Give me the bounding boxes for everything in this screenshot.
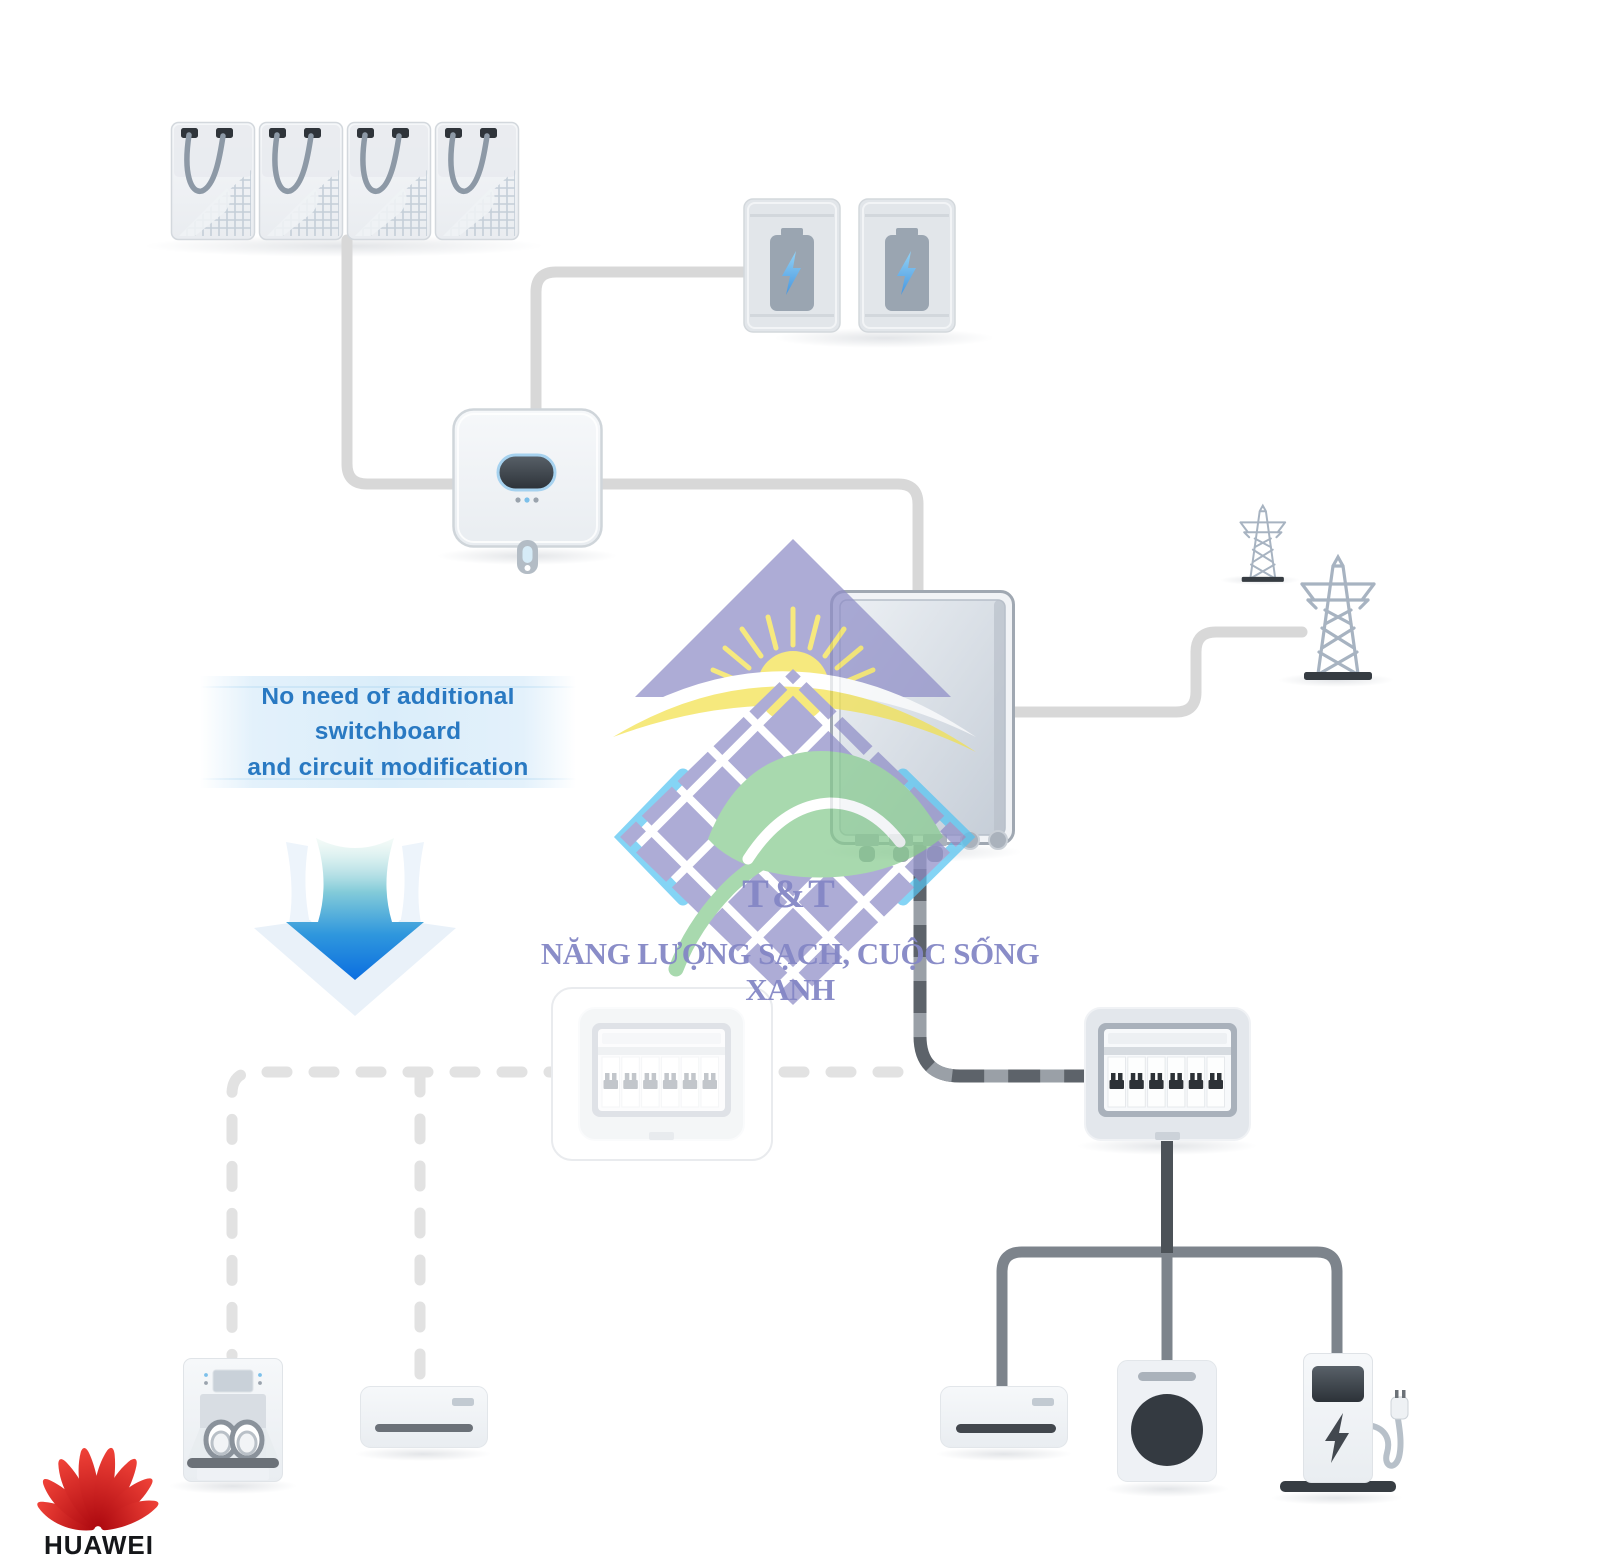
main-switchboard	[1084, 1007, 1251, 1141]
washer-shadow	[1105, 1481, 1229, 1497]
washing-machine	[1117, 1360, 1217, 1482]
air-conditioner-right	[940, 1386, 1068, 1448]
inverter-led	[533, 497, 539, 503]
battery-2	[858, 198, 956, 333]
note-line-2: and circuit modification	[247, 753, 529, 781]
ghost-switchboard	[551, 987, 773, 1161]
hybrid-inverter	[452, 408, 603, 574]
air-conditioner-left	[360, 1386, 488, 1448]
huawei-wordmark: HUAWEI	[44, 1530, 154, 1560]
ev-charger	[1280, 1353, 1409, 1492]
pv-module-1	[172, 123, 255, 240]
inverter-to-backupbox-wire	[597, 478, 924, 596]
backupbox-to-grid-wire	[1009, 626, 1308, 718]
watermark-title: T&T	[742, 871, 838, 916]
dishwasher	[183, 1358, 283, 1482]
washer-door	[1131, 1394, 1203, 1466]
battery-1	[743, 198, 841, 333]
battery-shadow	[774, 328, 994, 348]
pv-module-4	[436, 123, 519, 240]
huawei-logo	[37, 1447, 159, 1531]
huawei-flower-icon	[37, 1447, 159, 1531]
breaker-row	[601, 1056, 719, 1108]
breaker-row	[1107, 1056, 1225, 1108]
note-band-bottom-line	[200, 778, 576, 780]
ghost-dashed-wire	[226, 1066, 904, 1362]
sun-icon	[710, 606, 876, 685]
inverter-led	[515, 497, 521, 503]
dishwasher-display	[212, 1369, 254, 1393]
ev-cable	[1364, 1416, 1404, 1469]
ac-vent	[956, 1424, 1056, 1433]
pv-module-3	[348, 123, 431, 240]
branch-to-ev-charger	[1161, 1246, 1343, 1362]
pv-module-2	[260, 123, 343, 240]
plates	[203, 1419, 265, 1461]
inverter-display	[496, 453, 557, 492]
down-arrow	[254, 838, 456, 1016]
breaker-switches	[1109, 1073, 1223, 1089]
ac-left-shadow	[355, 1447, 491, 1461]
backupbox-to-switchboard-cable	[913, 845, 1085, 1083]
note-band-top-line	[200, 686, 576, 688]
logo-leaf	[668, 751, 943, 977]
note-band: No need of additional switchboard and ci…	[200, 676, 576, 788]
branch-to-ac-right	[996, 1246, 1173, 1394]
ac-right-shadow	[936, 1447, 1072, 1461]
battery-stack	[743, 198, 956, 333]
plug-icon	[1390, 1396, 1409, 1420]
tt-solar-logo	[613, 539, 976, 1005]
watermark-tagline: NĂNG LƯỢNG SẠCH, CUỘC SỐNG XANH	[540, 936, 1040, 1007]
ev-screen	[1312, 1366, 1364, 1402]
grid-tower-small	[1239, 504, 1287, 583]
ev-shadow	[1271, 1491, 1403, 1505]
battery-to-inverter-wire	[530, 266, 749, 414]
pv-to-inverter-wire	[341, 234, 458, 490]
pv-array	[172, 123, 519, 240]
grid-tower-large	[1300, 555, 1376, 682]
lightning-bolt-icon	[1325, 1413, 1349, 1463]
ac-vent	[375, 1424, 473, 1432]
logo-yellow-swoosh	[613, 686, 976, 752]
inverter-led	[524, 497, 530, 503]
